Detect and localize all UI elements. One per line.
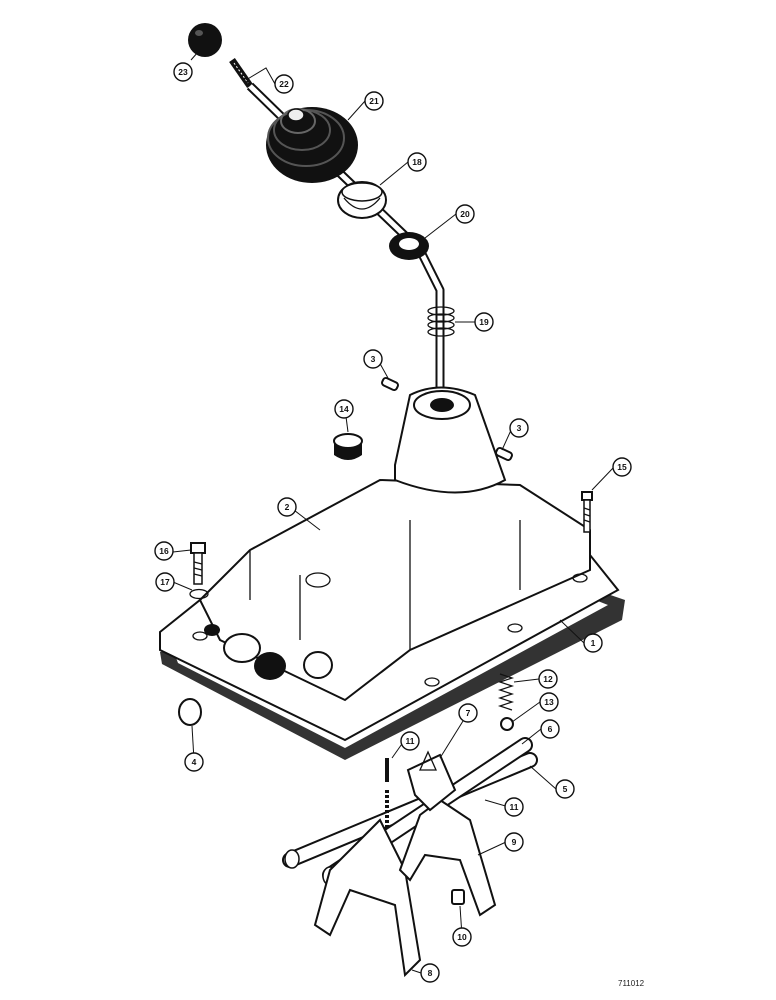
bolt-15 — [581, 491, 593, 533]
callout-9: 9 — [504, 832, 524, 852]
svg-text:19: 19 — [479, 317, 489, 327]
svg-text:7: 7 — [466, 708, 471, 718]
svg-text:23: 23 — [178, 67, 188, 77]
callout-12: 12 — [538, 669, 558, 689]
svg-text:14: 14 — [339, 404, 349, 414]
pin-3-upper — [381, 376, 399, 392]
callout-14: 14 — [334, 399, 354, 419]
svg-text:13: 13 — [544, 697, 554, 707]
svg-text:3: 3 — [371, 354, 376, 364]
callout-11-lower: 11 — [504, 797, 524, 817]
callout-19: 19 — [474, 312, 494, 332]
callout-17: 17 — [155, 572, 175, 592]
figure-id: 711012 — [618, 979, 645, 988]
callout-23: 23 — [173, 62, 193, 82]
callout-18: 18 — [407, 152, 427, 172]
svg-text:3: 3 — [517, 423, 522, 433]
shift-knob — [188, 23, 222, 57]
leader-lines — [172, 51, 615, 974]
callout-6: 6 — [540, 719, 560, 739]
detent-spring-12 — [497, 673, 515, 711]
svg-text:9: 9 — [512, 837, 517, 847]
shift-lug-7 — [406, 750, 457, 812]
rubber-boot — [266, 107, 358, 183]
svg-text:11: 11 — [510, 802, 519, 812]
bolt-16 — [190, 542, 206, 585]
callout-22: 22 — [274, 74, 294, 94]
svg-text:1: 1 — [591, 638, 596, 648]
callout-10: 10 — [452, 927, 472, 947]
svg-text:4: 4 — [192, 757, 197, 767]
callout-4: 4 — [184, 752, 204, 772]
callout-3-upper: 3 — [363, 349, 383, 369]
svg-text:18: 18 — [412, 157, 422, 167]
lock-washer-17 — [189, 588, 209, 600]
callout-15: 15 — [612, 457, 632, 477]
callout-11-upper: 11 — [400, 731, 420, 751]
shifter-housing-cover — [159, 386, 620, 742]
svg-text:8: 8 — [428, 968, 433, 978]
svg-text:5: 5 — [563, 784, 568, 794]
lever-spring — [427, 306, 455, 337]
svg-text:11: 11 — [406, 736, 415, 746]
expansion-plug-4 — [178, 698, 202, 726]
svg-text:12: 12 — [543, 674, 553, 684]
svg-text:6: 6 — [548, 724, 553, 734]
callout-20: 20 — [455, 204, 475, 224]
shift-fork-8 — [313, 818, 422, 978]
callout-13: 13 — [539, 692, 559, 712]
callout-5: 5 — [555, 779, 575, 799]
svg-text:2: 2 — [285, 502, 290, 512]
shift-fork-9 — [398, 798, 497, 917]
svg-text:22: 22 — [279, 79, 289, 89]
callout-7: 7 — [458, 703, 478, 723]
svg-text:10: 10 — [457, 932, 467, 942]
interlock-pin-10 — [451, 889, 465, 905]
callout-2: 2 — [277, 497, 297, 517]
pin-3-lower — [495, 446, 513, 462]
svg-text:15: 15 — [617, 462, 627, 472]
callout-1: 1 — [583, 633, 603, 653]
washer — [389, 232, 429, 260]
svg-text:16: 16 — [159, 546, 169, 556]
plug-14 — [333, 433, 363, 460]
svg-text:21: 21 — [369, 96, 379, 106]
callout-3-lower: 3 — [509, 418, 529, 438]
ball-socket-cup — [337, 181, 387, 219]
detent-ball-13 — [500, 717, 514, 731]
lever-threaded-end — [229, 58, 253, 88]
callout-21: 21 — [364, 91, 384, 111]
svg-text:20: 20 — [460, 209, 470, 219]
callout-8: 8 — [420, 963, 440, 983]
svg-text:17: 17 — [160, 577, 170, 587]
callout-16: 16 — [154, 541, 174, 561]
